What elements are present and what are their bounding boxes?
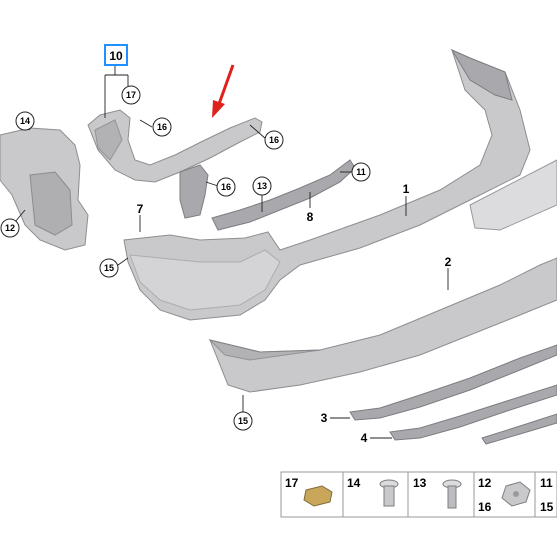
bracket-10-part <box>87 109 263 183</box>
svg-text:16: 16 <box>478 500 492 514</box>
svg-text:16: 16 <box>269 135 279 145</box>
svg-text:17: 17 <box>285 476 299 490</box>
callout-1: 1 <box>403 182 410 196</box>
fastener-legend: 17 14 13 12 16 11 15 <box>280 471 557 518</box>
svg-text:11: 11 <box>540 476 553 490</box>
callout-15a: 15 <box>99 258 119 278</box>
svg-text:17: 17 <box>126 90 136 100</box>
svg-text:15: 15 <box>540 500 554 514</box>
expanding-rivet-icon <box>379 479 399 507</box>
callout-3: 3 <box>321 411 328 425</box>
legend-cell-11-15: 11 15 <box>540 476 554 514</box>
callout-12: 12 <box>0 218 20 238</box>
svg-text:15: 15 <box>104 263 114 273</box>
svg-text:13: 13 <box>257 181 267 191</box>
lower-trim-part <box>208 159 557 393</box>
callout-7: 7 <box>137 202 144 216</box>
svg-text:12: 12 <box>478 476 492 490</box>
callout-17a: 17 <box>121 85 141 105</box>
highlight-box <box>104 44 128 66</box>
callout-4: 4 <box>361 431 368 445</box>
left-bracket-part <box>0 127 89 251</box>
svg-text:13: 13 <box>413 476 427 490</box>
callout-2: 2 <box>445 255 452 269</box>
callout-14: 14 <box>15 111 35 131</box>
svg-text:14: 14 <box>20 116 30 126</box>
svg-text:15: 15 <box>238 416 248 426</box>
legend-cell-17: 17 <box>285 476 333 507</box>
legend-cell-14: 14 <box>347 476 399 507</box>
callout-16a: 16 <box>152 117 172 137</box>
screw-icon <box>442 479 462 509</box>
callout-16c: 16 <box>216 177 236 197</box>
red-arrow-icon <box>212 64 235 118</box>
svg-text:16: 16 <box>221 182 231 192</box>
bumper-cover-part <box>123 48 531 321</box>
callout-10: 10 <box>109 49 123 63</box>
callout-13: 13 <box>252 176 272 196</box>
callout-15b: 15 <box>233 411 253 431</box>
legend-cell-12-16: 12 16 <box>478 476 531 514</box>
legend-cell-13: 13 <box>413 476 462 509</box>
svg-text:16: 16 <box>157 122 167 132</box>
nut-icon <box>501 481 531 507</box>
svg-text:11: 11 <box>356 167 366 177</box>
callout-16b: 16 <box>264 130 284 150</box>
trim-strip-3 <box>349 344 557 421</box>
callout-8: 8 <box>307 210 314 224</box>
clip-nut-icon <box>303 485 333 507</box>
svg-text:12: 12 <box>5 223 15 233</box>
trim-strip-4 <box>389 384 557 445</box>
callout-11: 11 <box>351 162 371 182</box>
holder-part <box>179 164 209 219</box>
svg-text:14: 14 <box>347 476 361 490</box>
guide-bracket-part <box>211 159 356 231</box>
